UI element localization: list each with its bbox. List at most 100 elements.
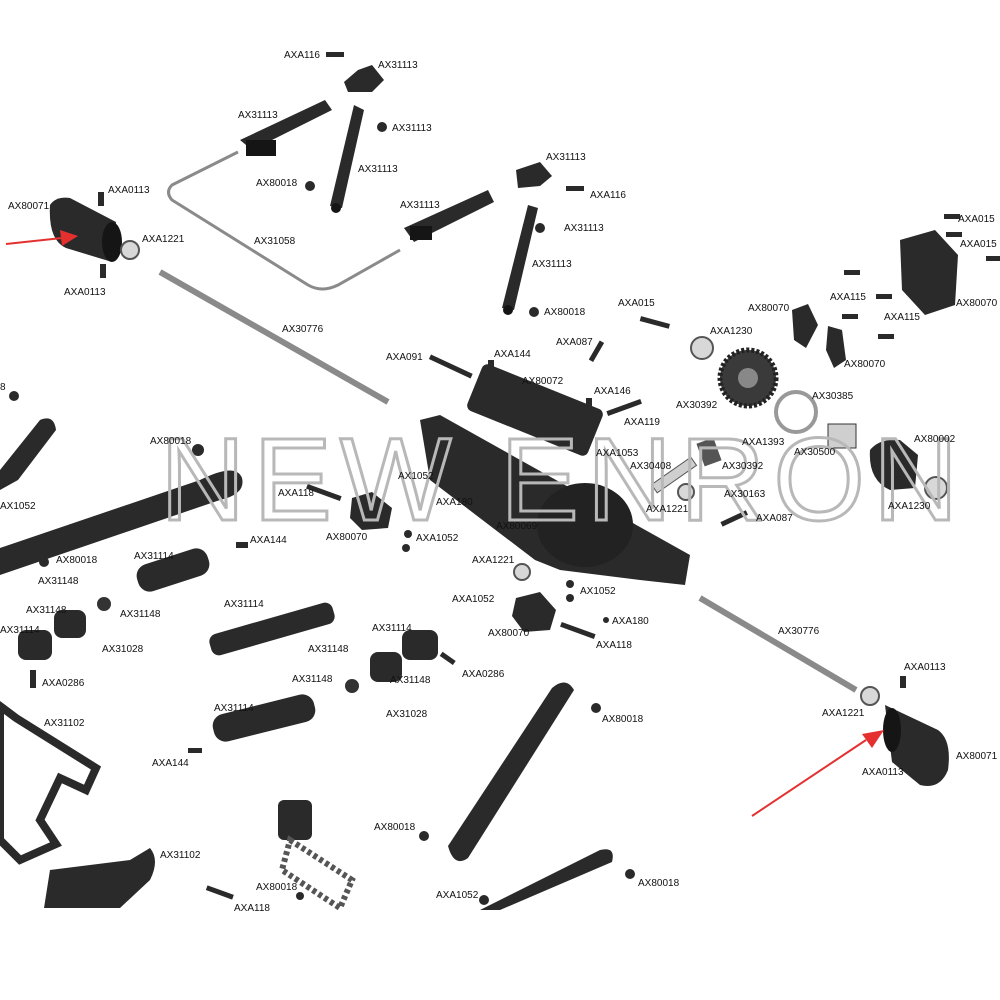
ring-gear: [717, 347, 779, 409]
part-label: AX30776: [282, 324, 324, 335]
part-labels: AXA116 AX31113 AX31113 AX31113 AX31113 A…: [0, 50, 998, 914]
pinion-gear: [696, 437, 722, 467]
chassis-frame: [0, 701, 102, 865]
part-label: AX80018: [150, 436, 192, 447]
part-label: AX30385: [812, 391, 854, 402]
diff-cover: [900, 230, 958, 315]
part-label: AXA0113: [64, 287, 106, 298]
part-label: AX31058: [254, 236, 296, 247]
driveshaft-left: [158, 269, 390, 405]
part-label: AX80018: [56, 555, 98, 566]
part-label: AXA015: [618, 298, 655, 309]
part-label: AX31113: [400, 200, 440, 211]
arrow-left-icon: [5, 230, 78, 246]
driveshaft-right: [698, 595, 858, 693]
part-label: AX30776: [778, 626, 820, 637]
part-label: AX31148: [26, 605, 67, 616]
pinion-shaft: [650, 456, 698, 494]
upper-link-right: [404, 162, 552, 315]
part-label: AX1052: [0, 501, 36, 512]
part-label: AXA144: [250, 535, 287, 546]
part-label: AX31148: [120, 609, 161, 620]
part-label: AXA0286: [42, 678, 85, 689]
part-label: AXA1221: [472, 555, 515, 566]
part-label: AXA1221: [142, 234, 185, 245]
part-label: AXA015: [958, 214, 995, 225]
part-label: AX80018: [374, 822, 416, 833]
part-label: AX31113: [378, 60, 418, 71]
part-label: AXA144: [494, 349, 531, 360]
part-label: AXA1053: [596, 448, 639, 459]
joint-ball: [97, 597, 111, 611]
knuckle-bottom: [512, 592, 556, 632]
part-label: AXA180: [612, 616, 649, 627]
bearing-carrier-b: [826, 326, 846, 368]
part-label: AXA1052: [416, 533, 459, 544]
part-label: AX31102: [44, 718, 85, 729]
knuckle-left: [350, 492, 392, 530]
part-label: AX1052: [398, 471, 434, 482]
part-label: AXA116: [590, 190, 626, 201]
lower-link-left: [0, 470, 243, 575]
part-label: AXA180: [436, 497, 473, 508]
part-label: AX80070: [488, 628, 530, 639]
part-label: AXA1052: [452, 594, 495, 605]
part-label: AX80069: [496, 521, 538, 532]
part-label: AX80072: [522, 376, 564, 387]
part-label: AXA0113: [862, 767, 904, 778]
part-label: AX30408: [630, 461, 672, 472]
part-label: AXA118: [596, 640, 632, 651]
axle-housing: [420, 364, 690, 585]
part-label: AXA087: [756, 513, 793, 524]
part-label: AX80002: [914, 434, 956, 445]
part-label: AXA1230: [888, 501, 931, 512]
tube-3: [212, 694, 316, 742]
upper-link-center: [330, 65, 384, 213]
part-label: AX31113: [392, 123, 432, 134]
tube-2: [209, 602, 335, 656]
part-label: AX31114: [214, 703, 254, 714]
link-left-edge: [0, 418, 56, 490]
highlight-arrows: [5, 230, 884, 817]
lower-link-right: [448, 682, 574, 862]
bearing-carrier-a: [792, 304, 818, 348]
part-label: AX31148: [292, 674, 333, 685]
cup-4: [402, 630, 438, 660]
joint-ball-2: [345, 679, 359, 693]
part-label: AX80018: [602, 714, 644, 725]
part-label: AX31113: [564, 223, 604, 234]
part-label: AX31028: [102, 644, 144, 655]
part-label: AXA118: [278, 488, 314, 499]
spool: [827, 423, 857, 449]
part-label: AX31114: [224, 599, 264, 610]
part-label: AXA0113: [904, 662, 946, 673]
bearing-1230-right: [924, 476, 948, 500]
part-label: AXA087: [556, 337, 593, 348]
part-label: AX80071: [956, 751, 998, 762]
part-label: AXA1221: [646, 504, 689, 515]
part-label: AX80071: [8, 201, 50, 212]
part-label: AX31102: [160, 850, 201, 861]
part-label: AXA1052: [436, 890, 479, 901]
arrow-right-icon: [751, 730, 884, 817]
part-label: AX31148: [38, 576, 79, 587]
shim-ring: [774, 390, 818, 434]
bearing-1221-mid: [513, 563, 531, 581]
part-label: AX31148: [308, 644, 349, 655]
lower-link-bottom: [480, 849, 613, 910]
part-label: 8: [0, 382, 6, 393]
watermark-text: NEW ENRON: [160, 414, 966, 546]
part-label: AX80070: [326, 532, 368, 543]
tube-1: [136, 548, 210, 592]
parts-layer: [0, 52, 1000, 913]
part-label: AX31113: [532, 259, 572, 270]
part-label: AX30392: [722, 461, 764, 472]
part-label: AX30163: [724, 489, 766, 500]
part-label: AX31148: [390, 675, 431, 686]
cup-2: [54, 610, 86, 638]
hub-right: [860, 686, 949, 786]
part-label: AXA091: [386, 352, 423, 363]
part-label: AXA1393: [742, 437, 785, 448]
part-label: AXA0286: [462, 669, 505, 680]
